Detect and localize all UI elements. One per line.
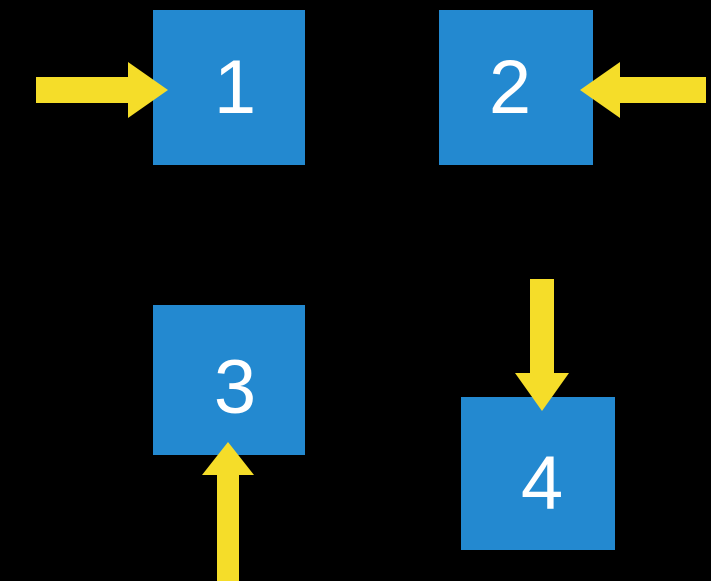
arrow-down-icon — [515, 279, 569, 411]
node-label-2: 2 — [488, 44, 532, 130]
node-label-1: 1 — [213, 44, 257, 130]
arrow-up-icon — [202, 442, 254, 581]
node-label-3: 3 — [213, 345, 257, 430]
node-box-1[interactable]: 1 — [153, 10, 305, 165]
node-label-4: 4 — [520, 440, 564, 526]
arrow-left-icon — [580, 62, 706, 118]
node-box-4[interactable]: 4 — [461, 397, 615, 550]
node-box-2[interactable]: 2 — [439, 10, 593, 165]
node-box-3[interactable]: 3 — [153, 305, 305, 455]
arrow-right-icon — [36, 62, 168, 118]
